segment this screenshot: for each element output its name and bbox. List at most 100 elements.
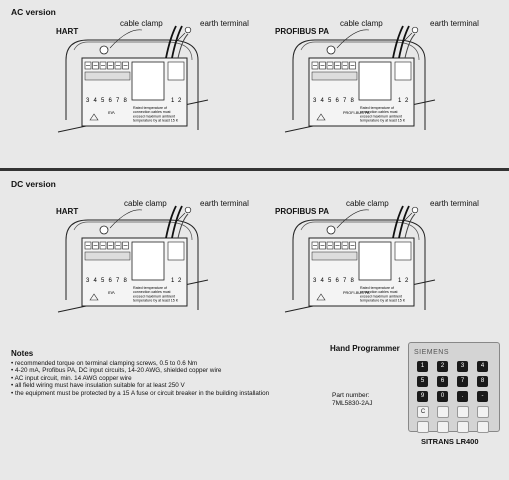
keypad-brand: SIEMENS [414, 349, 450, 356]
dc-profibus-terminal-num: 8 [351, 278, 355, 284]
ac-profibus-cable [398, 25, 410, 59]
keypad-key[interactable]: 1 [417, 361, 428, 372]
dc-hart-terminal-strip [84, 251, 131, 261]
dc-profibus-warning-line: exceed maximum ambient [360, 294, 402, 298]
section-divider [0, 168, 509, 171]
dc-profibus-power-num: 2 [405, 278, 409, 284]
dc-profibus-terminal-num: 3 [313, 278, 317, 284]
ac-hart-power-num: 1 [171, 98, 175, 104]
ac-profibus-housing-inner [300, 41, 420, 61]
ac-profibus-cable-clamp-icon [326, 45, 336, 55]
ac-hart-warning-line: Rated temperature of [133, 106, 167, 110]
notes-title: Notes [11, 349, 34, 358]
dc-profibus-terminal-num: 6 [336, 278, 340, 284]
dc-hart-power-terminal [167, 241, 185, 261]
dc-hart-terminal-num: 8 [124, 278, 128, 284]
keypad-key[interactable]: - [477, 391, 488, 402]
dc-profibus-terminal-num: 5 [328, 278, 332, 284]
ac-profibus-terminal-num: 6 [336, 98, 340, 104]
keypad-key[interactable] [437, 421, 449, 433]
keypad-key[interactable] [477, 421, 489, 433]
ac-profibus-warning-line: temperature by at least 15 K [360, 119, 406, 123]
dc-hart-warning-line: Rated temperature of [133, 286, 167, 290]
note-item: • 4-20 mA, Profibus PA, DC input circuit… [11, 367, 222, 375]
ac-hart-earth-terminal-icon [184, 26, 192, 34]
ac-profibus-cable [392, 25, 404, 59]
dc-profibus-warning-line: Rated temperature of [360, 286, 394, 290]
dc-hart-terminal-num: 3 [86, 278, 90, 284]
ac-profibus-power-terminal [394, 61, 412, 81]
ac-profibus-clamp-leader [336, 29, 370, 49]
keypad-key[interactable] [457, 421, 469, 433]
dc-hart-cable [177, 213, 189, 239]
keypad-key[interactable]: 5 [417, 376, 428, 387]
ac-profibus-cable-clamp: cable clamp [340, 19, 383, 28]
ac-profibus-warning-icon [316, 113, 326, 121]
dc-hart-power-num: 2 [178, 278, 182, 284]
keypad-key[interactable]: 8 [477, 376, 488, 387]
dc-hart-warning-line: exceed maximum ambient [133, 294, 175, 298]
dc-hart-cable-clamp-icon [99, 225, 109, 235]
dc-version-title: DC version [11, 179, 56, 189]
keypad-key[interactable]: 0 [437, 391, 448, 402]
ac-profibus-earth-terminal-icon [411, 26, 419, 34]
keypad-key[interactable]: . [457, 391, 468, 402]
dc-hart-terminal-num: 7 [116, 278, 120, 284]
ac-hart-cable-clamp-icon [99, 45, 109, 55]
dc-profibus-profibus-note: PROFI-BUS PA [343, 291, 370, 295]
dc-hart-display-window [131, 241, 165, 281]
ac-hart-warning-line: connection cables must [133, 110, 171, 114]
dc-hart-housing-inner [73, 221, 193, 241]
keypad-key[interactable] [437, 406, 449, 418]
dc-profibus-warning-line: connection cables must [360, 290, 398, 294]
ac-hart-ma-label: mA [108, 110, 115, 115]
dc-profibus-earth-terminal-icon [411, 206, 419, 214]
ac-hart-terminal-num: 8 [124, 98, 128, 104]
keypad-key[interactable] [477, 406, 489, 418]
keypad-key[interactable] [417, 421, 429, 433]
keypad-key[interactable]: 6 [437, 376, 448, 387]
dc-hart-earth-terminal: earth terminal [200, 199, 249, 208]
ac-profibus-display-window [358, 61, 392, 101]
ac-hart-warning-icon [89, 113, 99, 121]
ac-hart-power-terminal [167, 61, 185, 81]
keypad-key[interactable] [457, 406, 469, 418]
ac-hart-clamp-leader [109, 29, 143, 49]
ac-hart-cable [177, 33, 189, 59]
keypad-key[interactable]: 9 [417, 391, 428, 402]
dc-hart-cable [171, 205, 183, 239]
ac-hart-earth-leader [175, 32, 186, 43]
ac-hart-warning-line: exceed maximum ambient [133, 114, 175, 118]
ac-profibus-terminal-num: 4 [321, 98, 325, 104]
note-item: • AC input circuit, min. 14 AWG copper w… [11, 374, 132, 382]
ac-hart-warning-line: temperature by at least 15 K [133, 119, 179, 123]
dc-hart-clamp-leader [109, 209, 143, 229]
ac-profibus-label: PROFIBUS PA [275, 27, 330, 36]
note-item: • recommended torque on terminal clampin… [11, 359, 198, 367]
ac-profibus-power-num: 1 [398, 98, 402, 104]
dc-profibus-label: PROFIBUS PA [275, 207, 330, 216]
ac-profibus-terminal-num: 3 [313, 98, 317, 104]
note-item: • all field wiring must have insulation … [11, 382, 185, 390]
dc-hart-warning-line: connection cables must [133, 290, 171, 294]
dc-profibus-terminal-strip [311, 251, 358, 261]
dc-profibus-terminal-num: 7 [343, 278, 347, 284]
dc-profibus-terminal-num: 4 [321, 278, 325, 284]
keypad-key[interactable]: 3 [457, 361, 468, 372]
keypad-key[interactable]: 4 [477, 361, 488, 372]
dc-profibus-display-window [358, 241, 392, 281]
keypad-key[interactable]: C [417, 406, 429, 418]
ac-profibus-cable [404, 33, 416, 59]
dc-profibus-earth-leader [402, 212, 413, 223]
keypad-key[interactable]: 7 [457, 376, 468, 387]
ac-hart-cable [171, 25, 183, 59]
part-number-block: Part number: 7ML5830-2AJ [332, 392, 372, 408]
keypad-key[interactable]: 2 [437, 361, 448, 372]
dc-hart-cable [165, 205, 177, 239]
dc-profibus-cable [398, 205, 410, 239]
dc-profibus-warning-icon [316, 293, 326, 301]
